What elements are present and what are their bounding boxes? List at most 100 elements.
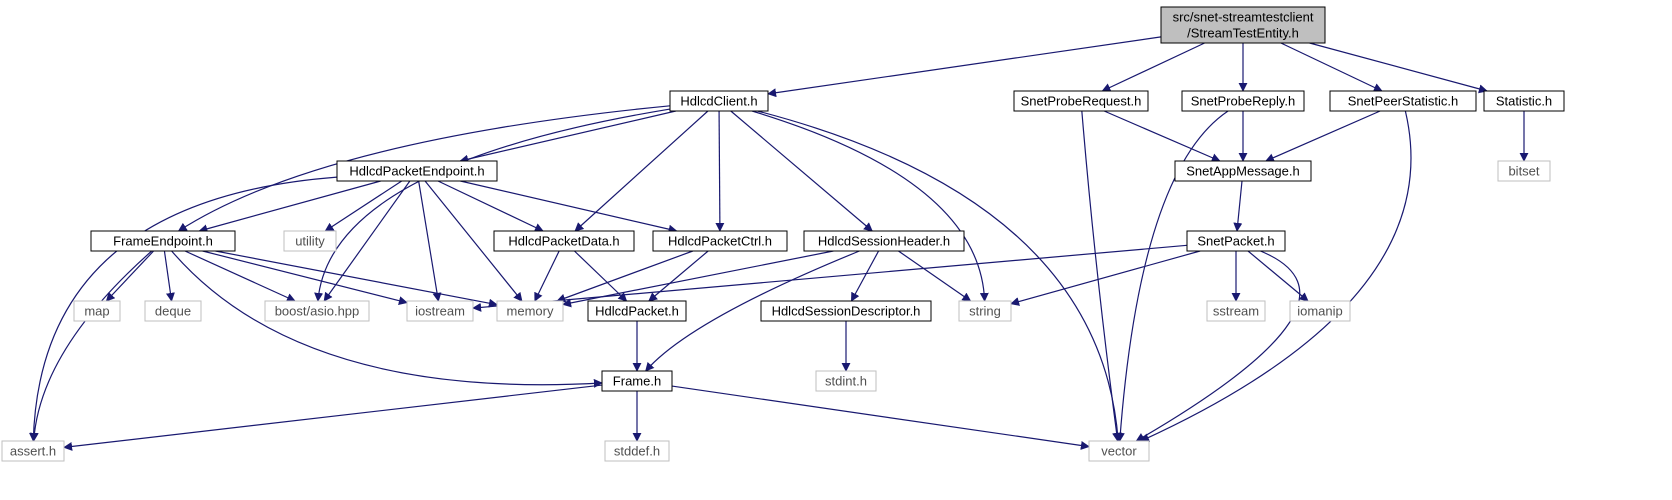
- edge-HdlcdClient-to-boost_asio: [314, 108, 671, 302]
- node-box: [264, 300, 370, 322]
- edge-HdlcdPacketEndpoint-to-iostream: [418, 180, 442, 302]
- edge-SnetPacket-to-vector: [1135, 250, 1301, 442]
- node-iostream: iostream: [406, 300, 474, 322]
- edge-HdlcdSessionHeader-to-string: [898, 250, 972, 302]
- edge-SnetAppMessage-to-SnetPacket: [1233, 180, 1243, 232]
- edge-SnetProbeReply-to-vector: [1115, 110, 1229, 442]
- node-box: [1329, 90, 1477, 112]
- node-box: [669, 90, 769, 112]
- node-box: [1160, 6, 1326, 44]
- node-map: map: [73, 300, 121, 322]
- node-box: [604, 440, 670, 462]
- node-box: [803, 230, 965, 252]
- node-box: [90, 230, 236, 252]
- edge-FrameEndpoint-to-boost_asio: [184, 250, 296, 302]
- edge-root-to-SnetPeerStatistic: [1280, 42, 1383, 92]
- nodes-layer: src/snet-streamtestclient/StreamTestEnti…: [1, 6, 1565, 462]
- edge-HdlcdSessionHeader-to-Frame: [645, 250, 860, 372]
- node-label: stdint.h: [825, 374, 867, 389]
- node-label: iomanip: [1297, 304, 1343, 319]
- node-HdlcdClient[interactable]: HdlcdClient.h: [669, 90, 769, 112]
- node-stdint: stdint.h: [815, 370, 877, 392]
- node-deque: deque: [144, 300, 202, 322]
- node-label: /StreamTestEntity.h: [1187, 26, 1299, 41]
- node-stddef: stddef.h: [604, 440, 670, 462]
- edge-HdlcdPacketEndpoint-to-assert: [29, 176, 338, 442]
- edge-HdlcdPacketEndpoint-to-HdlcdPacketData: [437, 180, 544, 232]
- node-box: [1289, 300, 1351, 322]
- node-box: [406, 300, 474, 322]
- edge-SnetPeerStatistic-to-SnetAppMessage: [1265, 110, 1381, 162]
- node-boost_asio: boost/asio.hpp: [264, 300, 370, 322]
- edge-HdlcdPacketEndpoint-to-FrameEndpoint: [198, 180, 381, 234]
- node-box: [815, 370, 877, 392]
- node-SnetPacket[interactable]: SnetPacket.h: [1186, 230, 1286, 252]
- node-HdlcdPacketData[interactable]: HdlcdPacketData.h: [493, 230, 635, 252]
- edge-FrameEndpoint-to-iostream: [202, 250, 408, 306]
- node-label: bitset: [1508, 164, 1539, 179]
- node-box: [1088, 440, 1150, 462]
- edge-SnetProbeRequest-to-SnetAppMessage: [1103, 110, 1221, 162]
- edge-SnetPacket-to-iostream: [472, 244, 1188, 312]
- node-label: SnetProbeRequest.h: [1021, 94, 1142, 109]
- node-label: boost/asio.hpp: [275, 304, 360, 319]
- node-SnetPeerStatistic[interactable]: SnetPeerStatistic.h: [1329, 90, 1477, 112]
- node-FrameEndpoint[interactable]: FrameEndpoint.h: [90, 230, 236, 252]
- node-HdlcdPacketCtrl[interactable]: HdlcdPacketCtrl.h: [652, 230, 788, 252]
- node-label: sstream: [1213, 304, 1259, 319]
- edge-FrameEndpoint-to-memory: [215, 250, 498, 308]
- node-HdlcdSessionHeader[interactable]: HdlcdSessionHeader.h: [803, 230, 965, 252]
- node-SnetAppMessage[interactable]: SnetAppMessage.h: [1174, 160, 1312, 182]
- node-HdlcdPacket[interactable]: HdlcdPacket.h: [587, 300, 687, 322]
- edge-HdlcdPacketEndpoint-to-memory: [424, 180, 523, 302]
- edge-HdlcdClient-to-FrameEndpoint: [177, 105, 671, 232]
- node-HdlcdPacketEndpoint[interactable]: HdlcdPacketEndpoint.h: [336, 160, 498, 182]
- node-SnetProbeRequest[interactable]: SnetProbeRequest.h: [1013, 90, 1149, 112]
- edge-Frame-to-assert: [63, 384, 603, 451]
- node-label: HdlcdPacketData.h: [508, 234, 619, 249]
- edge-HdlcdSessionHeader-to-HdlcdSessionDescriptor: [850, 250, 880, 302]
- edge-HdlcdPacketCtrl-to-memory: [556, 250, 694, 303]
- node-HdlcdSessionDescriptor[interactable]: HdlcdSessionDescriptor.h: [760, 300, 932, 322]
- node-box: [1483, 90, 1565, 112]
- node-box: [652, 230, 788, 252]
- node-label: deque: [155, 304, 191, 319]
- node-label: utility: [295, 234, 325, 249]
- edge-HdlcdClient-to-HdlcdPacketEndpoint: [459, 110, 676, 164]
- node-box: [283, 230, 337, 252]
- node-SnetProbeReply[interactable]: SnetProbeReply.h: [1181, 90, 1305, 112]
- node-assert: assert.h: [1, 440, 65, 462]
- edge-root-to-SnetProbeRequest: [1101, 42, 1205, 92]
- edge-FrameEndpoint-to-map: [105, 250, 155, 302]
- edges-layer: [29, 36, 1529, 451]
- edge-SnetPacket-to-string: [1010, 250, 1201, 306]
- edge-SnetPacket-to-iomanip: [1247, 250, 1309, 302]
- node-box: [73, 300, 121, 322]
- node-box: [336, 160, 498, 182]
- node-vector: vector: [1088, 440, 1150, 462]
- node-box: [1181, 90, 1305, 112]
- node-box: [493, 230, 635, 252]
- node-label: FrameEndpoint.h: [113, 234, 213, 249]
- edge-HdlcdClient-to-HdlcdPacketData: [574, 110, 709, 232]
- node-label: SnetPacket.h: [1197, 234, 1274, 249]
- node-box: [496, 300, 564, 322]
- node-label: Statistic.h: [1496, 94, 1552, 109]
- node-root[interactable]: src/snet-streamtestclient/StreamTestEnti…: [1160, 6, 1326, 44]
- node-label: vector: [1101, 444, 1137, 459]
- node-label: memory: [507, 304, 554, 319]
- node-box: [760, 300, 932, 322]
- node-utility: utility: [283, 230, 337, 252]
- node-box: [1206, 300, 1266, 322]
- node-label: HdlcdSessionHeader.h: [818, 234, 950, 249]
- node-Frame[interactable]: Frame.h: [601, 370, 673, 392]
- node-box: [958, 300, 1012, 322]
- node-box: [1, 440, 65, 462]
- edge-HdlcdClient-to-string: [751, 110, 989, 302]
- node-label: HdlcdPacket.h: [595, 304, 679, 319]
- edge-HdlcdPacketEndpoint-to-HdlcdPacketCtrl: [460, 180, 678, 234]
- node-box: [1186, 230, 1286, 252]
- node-label: src/snet-streamtestclient: [1173, 10, 1314, 25]
- node-Statistic[interactable]: Statistic.h: [1483, 90, 1565, 112]
